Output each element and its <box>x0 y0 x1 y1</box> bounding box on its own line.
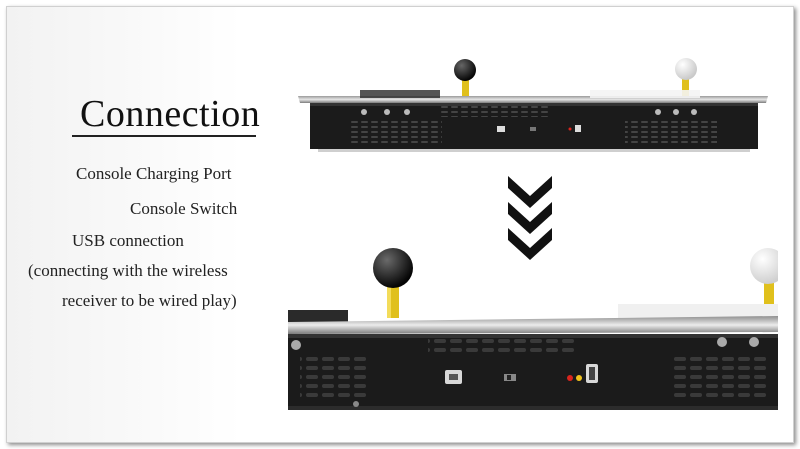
joystick-ball-black-closeup <box>373 248 413 288</box>
title-underline <box>72 135 256 137</box>
chevron-down-icon <box>508 176 552 260</box>
label-wireless-note-line1: (connecting with the wireless <box>28 261 228 280</box>
label-wireless-note-line2: receiver to be wired play) <box>62 291 237 310</box>
label-console-charging-port: Console Charging Port <box>76 164 232 183</box>
label-usb-connection: USB connection <box>72 231 184 250</box>
charging-port <box>575 125 581 132</box>
led-red <box>567 375 573 381</box>
led-yellow <box>576 375 582 381</box>
joystick-shaft-white-closeup <box>764 278 774 314</box>
usb-b-port <box>497 126 505 132</box>
joystick-ball-black <box>454 59 476 81</box>
section-title: Connection <box>80 93 261 135</box>
console-port-closeup-photo <box>288 248 778 410</box>
joystick-ball-white <box>675 58 697 80</box>
joystick-shaft-left <box>462 78 469 100</box>
joystick-ball-white-closeup <box>750 248 778 284</box>
joystick-shaft-right <box>682 78 689 100</box>
console-rear-view-photo <box>298 58 768 152</box>
console-switch <box>530 127 536 131</box>
label-console-switch: Console Switch <box>130 199 238 218</box>
